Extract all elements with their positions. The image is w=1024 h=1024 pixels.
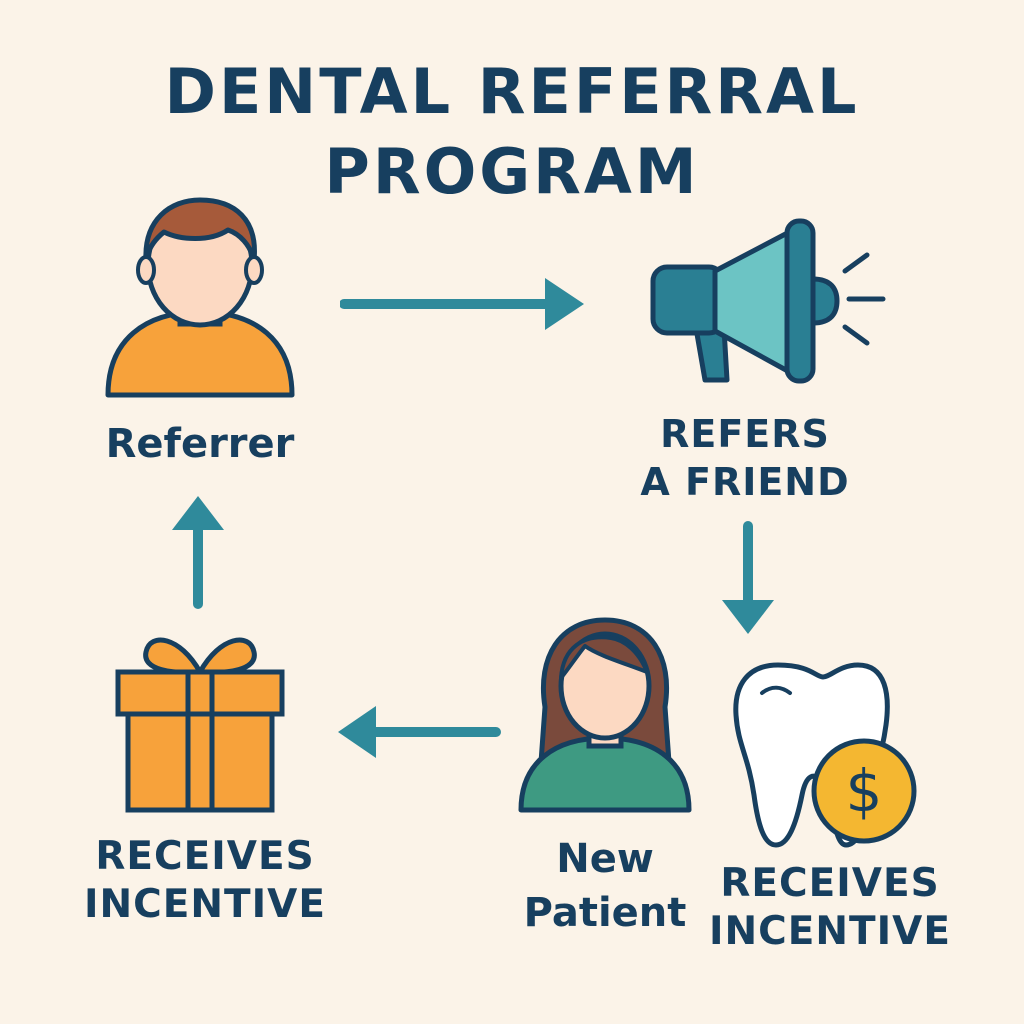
patient-incentive-label: RECEIVES INCENTIVE [709, 861, 951, 954]
gift-icon [115, 637, 285, 813]
diagram-title: DENTAL REFERRAL PROGRAM [0, 52, 1024, 212]
referrer-label: Referrer [105, 421, 295, 467]
arrow-to-referrer-incentive [338, 706, 501, 758]
title-line-1: DENTAL REFERRAL [164, 55, 860, 128]
refers-friend-label: REFERS A FRIEND [640, 412, 850, 504]
new-patient-label: New Patient [523, 836, 687, 936]
arrow-to-referrer [172, 496, 224, 609]
referrer-incentive-label: RECEIVES INCENTIVE [84, 834, 326, 927]
tooth-icon [733, 662, 917, 848]
coin-dollar-symbol: $ [845, 757, 883, 825]
arrow-to-refers-friend [340, 278, 584, 330]
megaphone-icon [650, 218, 886, 384]
coin-icon [811, 738, 917, 844]
new-patient-person-icon [518, 617, 692, 813]
title-line-2: PROGRAM [324, 135, 700, 208]
referrer-person-icon [105, 197, 295, 398]
arrow-to-new-patient [722, 521, 774, 634]
